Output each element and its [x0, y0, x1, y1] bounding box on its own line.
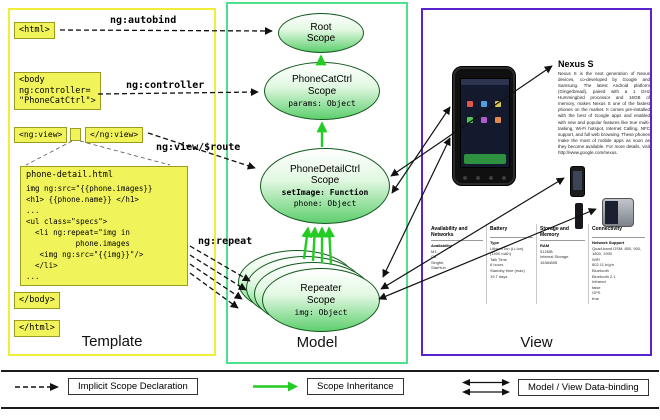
- phone-detail-template-box: phone-detail.html img ng:src="{{phone.im…: [20, 166, 188, 286]
- code-line: <ul class="specs">: [26, 217, 108, 226]
- app-icon-dot: [495, 117, 501, 123]
- code-line: </li>: [26, 261, 58, 270]
- phonedetailctrl-scope-ellipse: PhoneDetailCtrl Scope setImage: Function…: [260, 148, 390, 224]
- databinding-arrow-icon: [462, 379, 510, 396]
- app-icon-dot: [481, 117, 487, 123]
- phonecatctrl-scope-prop: params: Object: [288, 98, 356, 108]
- root-scope-title: Root Scope: [306, 21, 336, 44]
- code-line: phone.images: [26, 239, 130, 248]
- phone-button-dot: [502, 176, 506, 180]
- phone-statusbar: [461, 79, 509, 85]
- ng-autobind-label: ng:autobind: [110, 15, 177, 26]
- phonedetailctrl-scope-method: setImage: Function: [281, 188, 369, 198]
- app-icon-dot: [481, 101, 487, 107]
- html-open-tag-box: <html>: [14, 22, 55, 39]
- spec-row: Lithium Ion (Li-Ion) (1500 mAh): [490, 245, 524, 257]
- model-panel-label: Model: [296, 334, 338, 351]
- phone-thumbnail: [570, 166, 585, 197]
- code-line: img ng:src="{{phone.images}}: [26, 184, 153, 193]
- app-icon-dot: [495, 101, 501, 107]
- spec-row: 802.11 b/g/n: [592, 262, 614, 268]
- app-icon-dot: [467, 117, 473, 123]
- ng-view-open-tag-box: <ng:view>: [14, 127, 68, 143]
- view-panel-label: View: [520, 334, 553, 351]
- ng-view-close-tag-box: </ng:view>: [85, 127, 144, 143]
- phone-thumbnail-screen: [573, 171, 582, 190]
- code-line: <li ng:repeat="img in: [26, 228, 130, 237]
- spec-row: 19.7 days: [490, 273, 508, 279]
- repeater-scope-prop: img: Object: [294, 307, 348, 317]
- repeater-scope-ellipse: Repeater Scope img: Object: [262, 268, 380, 332]
- spec-row: Infrared: [592, 279, 606, 285]
- phonecatctrl-scope-ellipse: PhoneCatCtrl Scope params: Object: [264, 62, 380, 120]
- legend-implicit-label: Implicit Scope Declaration: [68, 378, 198, 395]
- code-line: ...: [26, 206, 40, 215]
- phone-thumbnail-screen: [605, 201, 618, 224]
- spec-column-title: Storage and Memory: [540, 226, 585, 241]
- nexus-phone-image: [452, 66, 516, 186]
- implicit-arrow-icon: [15, 382, 59, 391]
- spec-row: 16384MB: [540, 259, 558, 265]
- body-close-tag-box: </body>: [14, 292, 60, 309]
- root-scope-ellipse: Root Scope: [278, 13, 364, 53]
- legend-databinding-label: Model / View Data-binding: [518, 378, 649, 396]
- legend-top-rule: [1, 370, 659, 372]
- ng-controller-label: ng:controller: [126, 80, 205, 91]
- legend-item-inheritance: Scope Inheritance: [252, 378, 404, 395]
- ng-view-placeholder-box: [70, 128, 81, 141]
- spec-column-title: Availability and Networks: [431, 226, 483, 241]
- legend-item-databinding: Model / View Data-binding: [462, 378, 649, 396]
- html-close-tag-box: </html>: [14, 320, 60, 337]
- phonedetailctrl-scope-title: PhoneDetailCtrl Scope: [289, 163, 361, 186]
- phone-screen: [460, 78, 510, 168]
- phone-screen-footer: [464, 154, 506, 164]
- spec-column-title: Battery: [490, 226, 533, 238]
- spec-column-title: Connectivity: [592, 226, 645, 238]
- phonedetailctrl-scope-prop: phone: Object: [293, 199, 357, 209]
- spec-row: Bluetooth 2.1: [592, 273, 616, 279]
- legend-bottom-rule: [1, 407, 659, 409]
- repeater-scope-title: Repeater Scope: [300, 283, 342, 306]
- code-lines: img ng:src="{{phone.images}} <h1> {{phone…: [26, 183, 182, 282]
- body-controller-tag-box: <body ng:controller= "PhoneCatCtrl">: [14, 72, 101, 110]
- legend-inheritance-label: Scope Inheritance: [307, 378, 404, 395]
- inheritance-arrow-icon: [253, 381, 298, 392]
- spec-row: true: [592, 295, 599, 301]
- spec-row: Quad-band GSM: 850, 900, 1800, 1900: [592, 245, 642, 257]
- spec-row: Bluetooth: [592, 267, 609, 273]
- code-title: phone-detail.html: [26, 170, 113, 180]
- phone-button-dot: [476, 176, 480, 180]
- spec-row: StarHub: [431, 265, 446, 271]
- code-line: <h1> {{phone.name}} </h1>: [26, 195, 139, 204]
- product-description: Nexus S is the next generation of Nexus …: [558, 71, 650, 155]
- ng-repeat-label: ng:repeat: [198, 236, 253, 247]
- phone-thumbnail-flip: [602, 198, 634, 227]
- phonecatctrl-scope-title: PhoneCatCtrl Scope: [291, 74, 353, 97]
- phone-button-dot: [463, 176, 467, 180]
- app-icon-dot: [467, 101, 473, 107]
- product-title: Nexus S: [558, 59, 594, 69]
- template-panel-label: Template: [81, 333, 143, 350]
- ng-view-route-label: ng:view/$route: [156, 142, 241, 153]
- legend-item-implicit: Implicit Scope Declaration: [14, 378, 198, 395]
- code-line: <img ng:src="{{img}}"/>: [26, 250, 144, 259]
- phone-button-dot: [489, 176, 493, 180]
- code-line: ...: [26, 272, 40, 281]
- spec-row: Network Support: [592, 240, 625, 245]
